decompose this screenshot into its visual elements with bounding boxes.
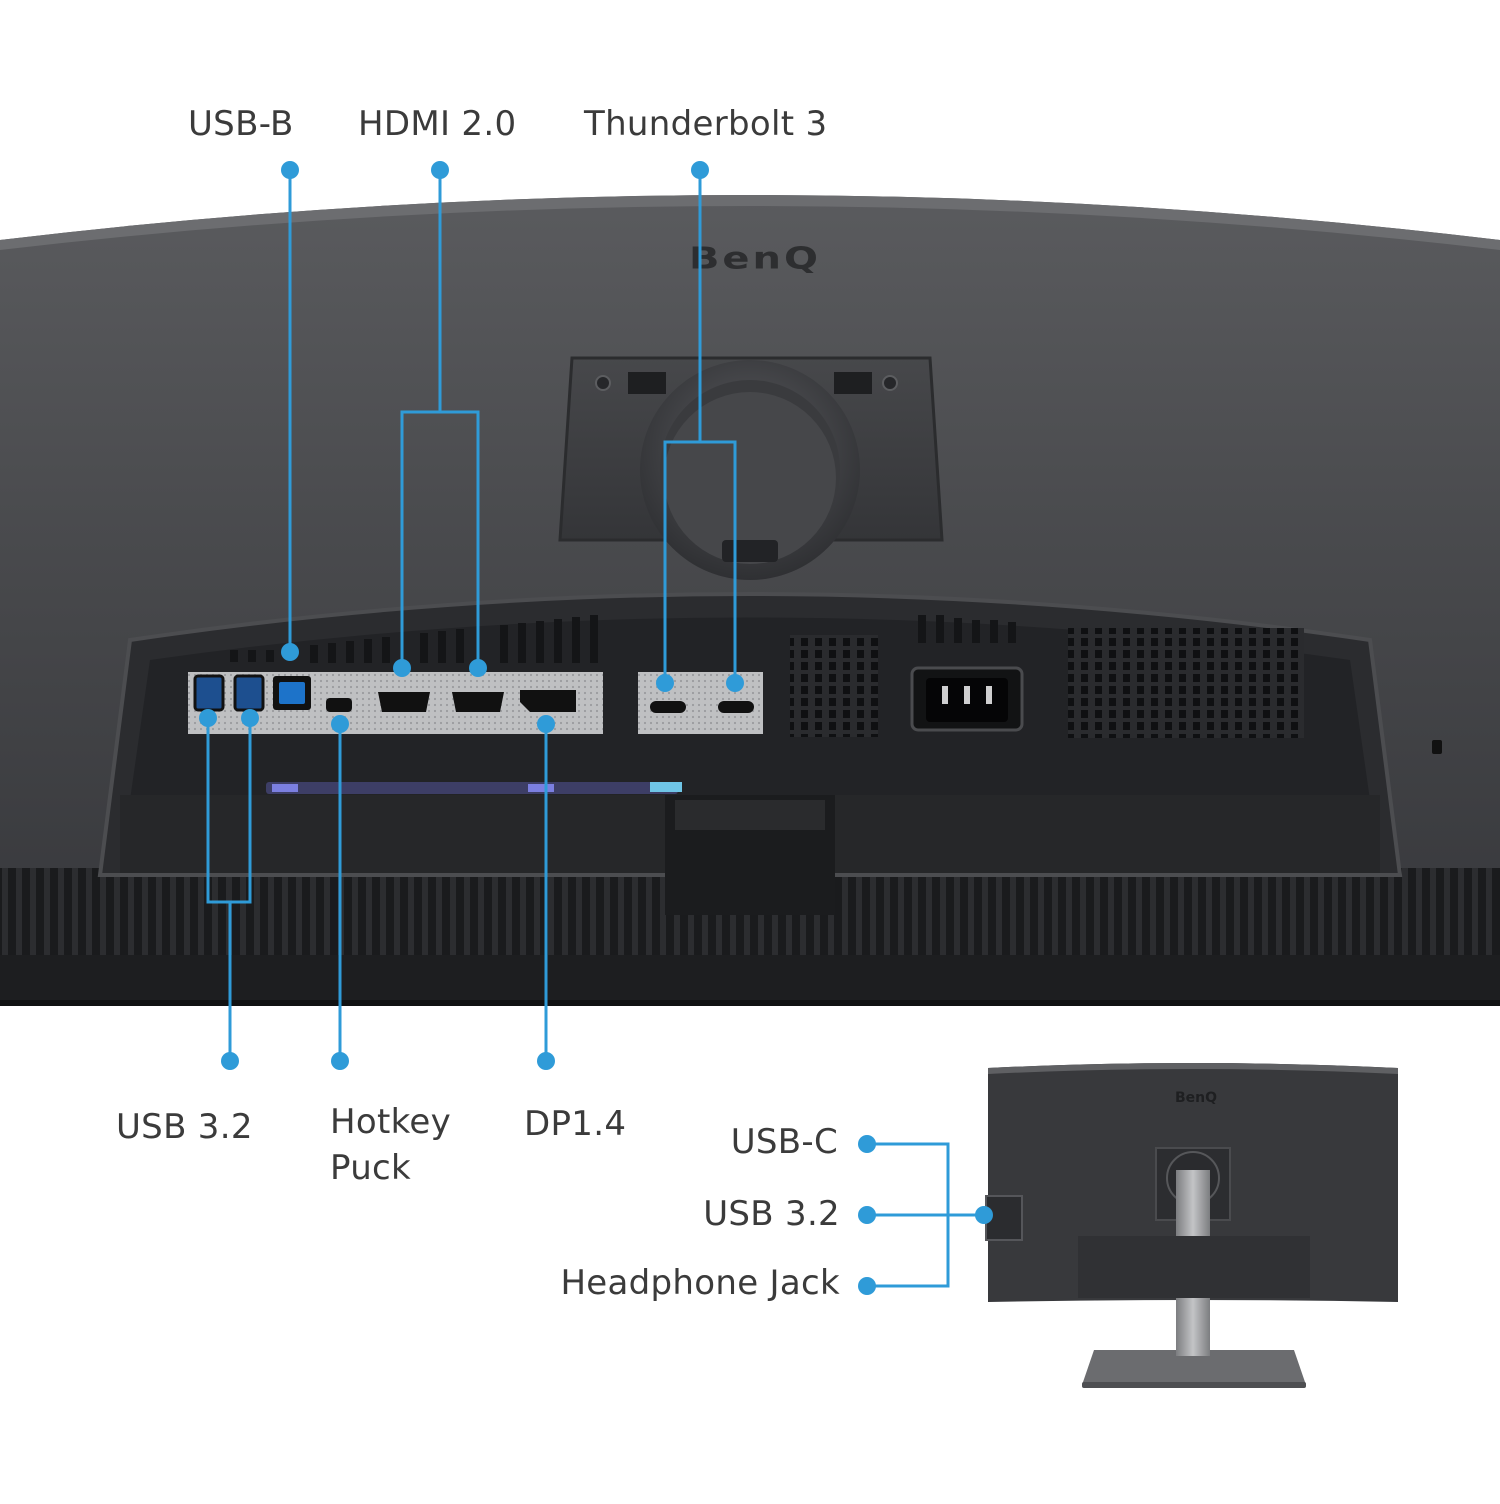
label-usb-c: USB-C [730,1122,838,1162]
label-usb32-side: USB 3.2 [703,1194,840,1234]
io-recess [97,592,1442,915]
label-hotkey-puck: Hotkey Puck [330,1102,452,1188]
label-usb-b: USB-B [188,104,294,144]
brand-logo: BenQ [689,241,821,276]
vesa-mount [558,356,944,580]
label-thunderbolt: Thunderbolt 3 [584,104,828,144]
label-headphone-jack: Headphone Jack [560,1263,840,1303]
callout-lines [206,170,984,1288]
svg-text:BenQ: BenQ [1175,1090,1217,1106]
label-usb32-rear: USB 3.2 [116,1107,253,1147]
callout-dots [199,161,993,1295]
left-port-plate [188,672,682,794]
label-dp: DP1.4 [524,1104,627,1144]
side-monitor-illustration: BenQ [985,1063,1398,1388]
label-hdmi: HDMI 2.0 [358,104,517,144]
